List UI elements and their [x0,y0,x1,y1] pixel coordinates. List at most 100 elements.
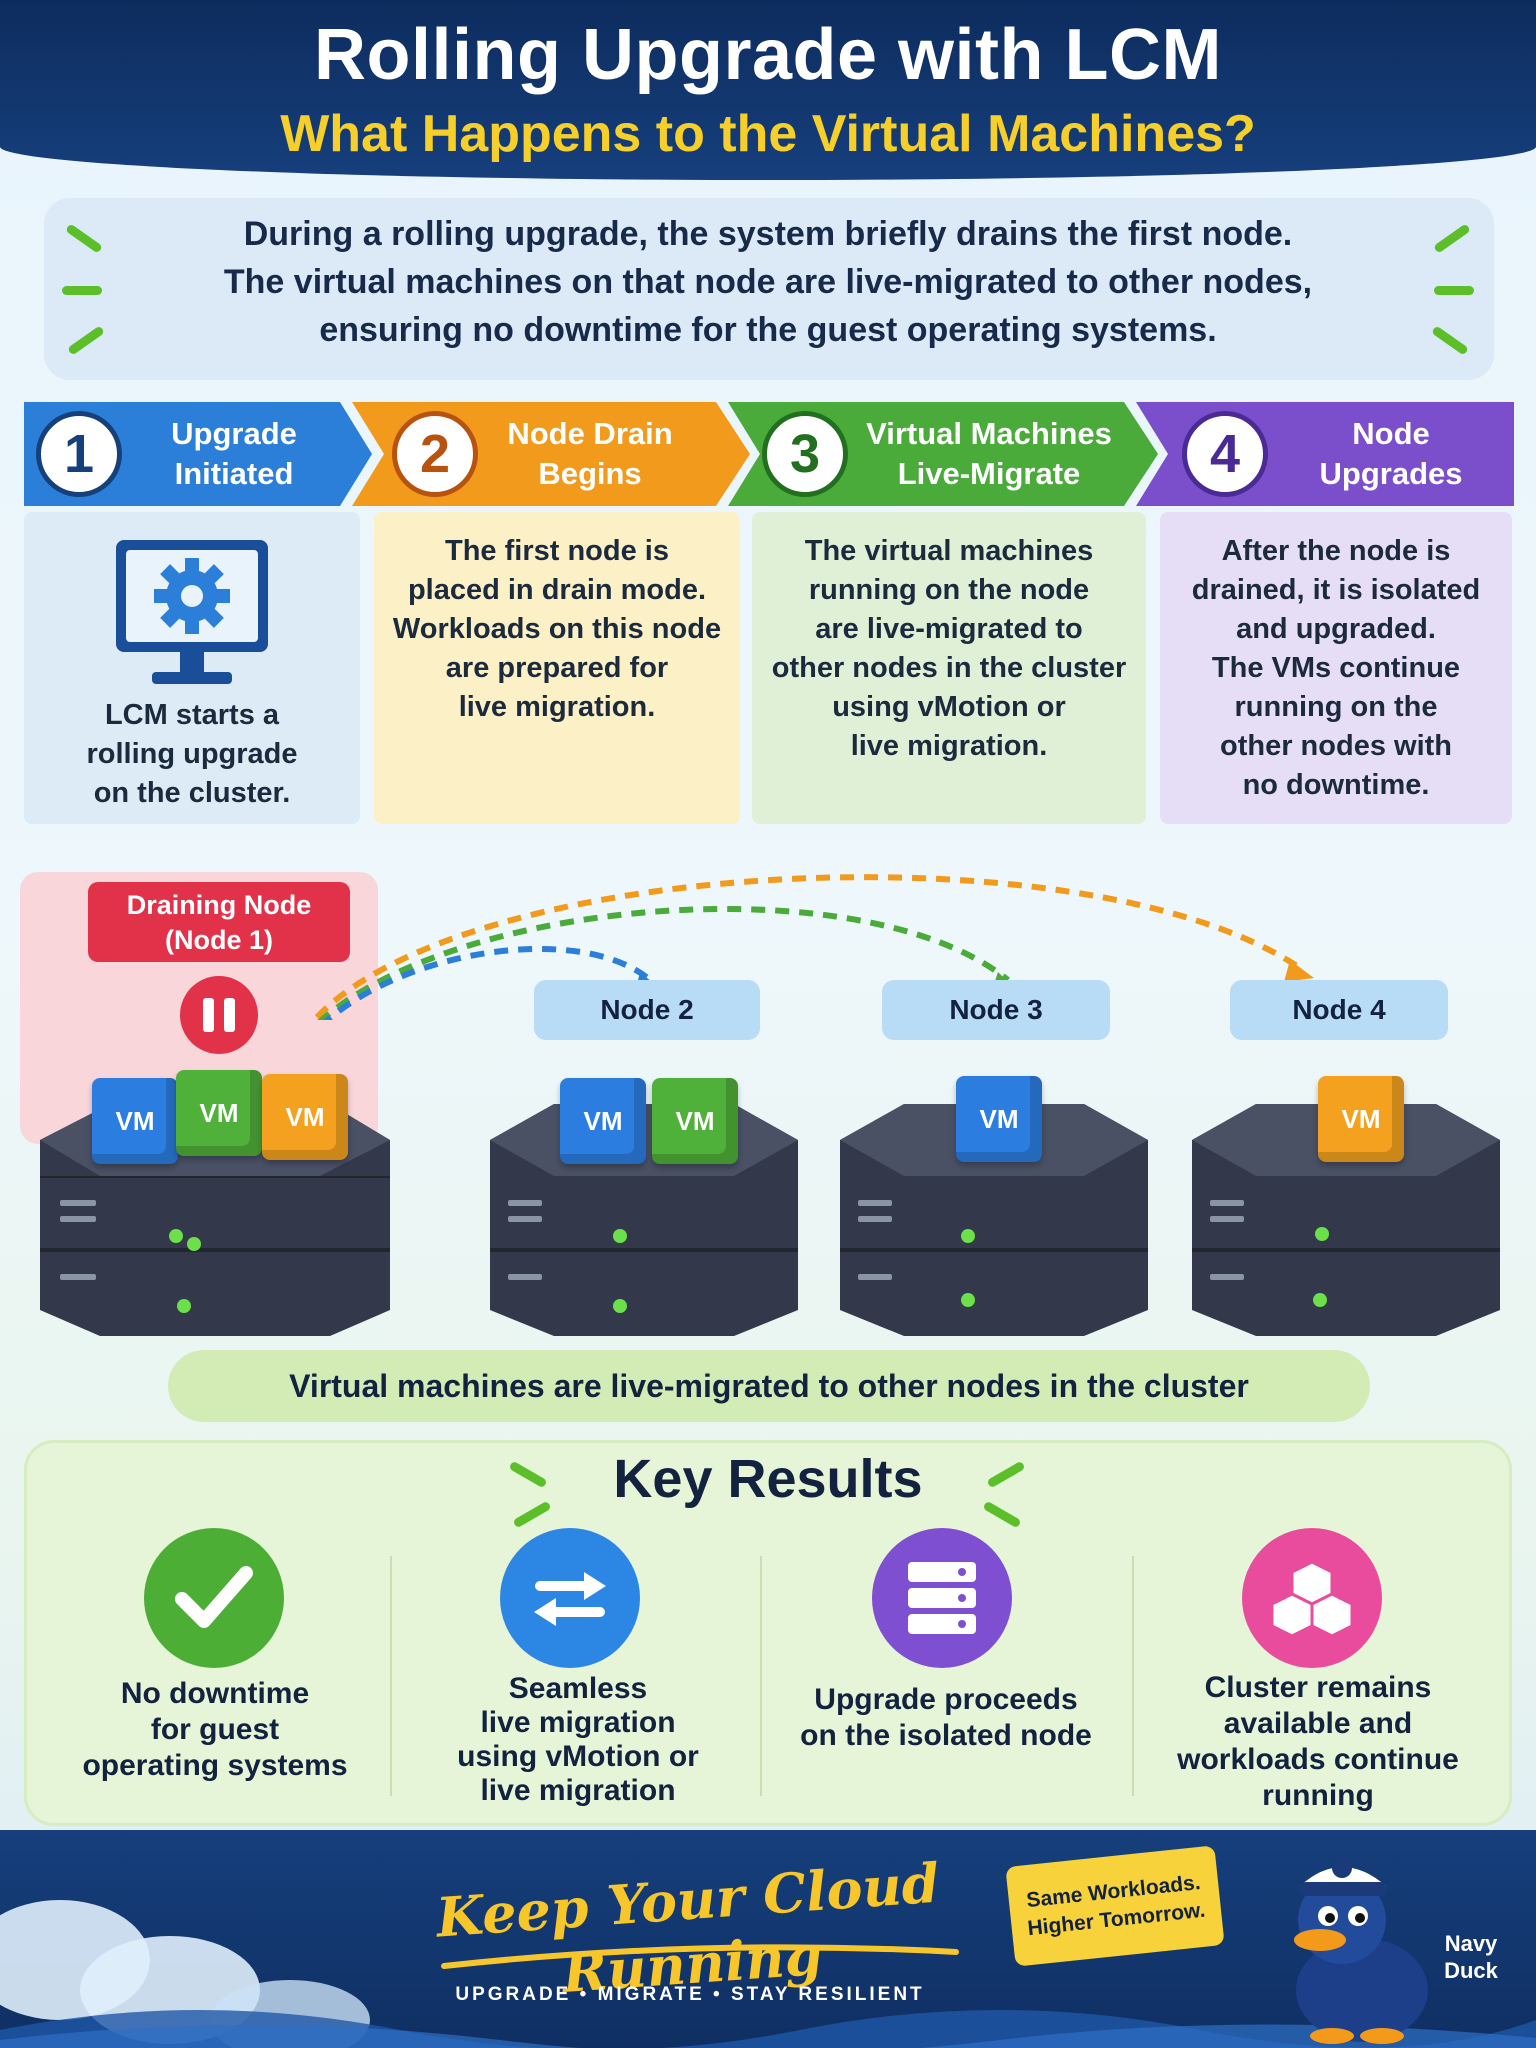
step-3-number: 3 [762,411,848,497]
vm-cube-node-1-green: VM [176,1070,262,1156]
step-2-card: The first node is placed in drain mode. … [374,512,740,824]
diagram-caption: Virtual machines are live-migrated to ot… [168,1350,1370,1422]
cubes-icon [1242,1528,1382,1668]
brand-name: Navy Duck [1426,1930,1516,1984]
swap-arrows-icon [500,1528,640,1668]
checkmark-icon [144,1528,284,1668]
result-line: operating systems [82,1749,348,1782]
navy-duck-mascot-icon [1294,1858,1428,2044]
arrow-head-node-4 [1284,960,1314,982]
node-3-label: Node 3 [882,980,1110,1040]
migration-arrow-node-4 [310,874,1302,1020]
cloud-wave-decoration [0,1900,1536,2048]
step-2-desc-line: Workloads on this node [392,613,722,645]
step-2-desc-line: The first node is [445,535,669,567]
monitor-gear-icon [116,540,268,684]
step-2-number: 2 [392,411,478,497]
brand-line-1: Navy [1444,1931,1498,1956]
result-line: for guest [150,1713,280,1746]
step-2-title: Node Drain Begins [490,414,690,494]
result-line: on the isolated node [800,1719,1092,1752]
migration-arrow-node-3 [317,905,1010,1020]
step-3-title-line-2: Live-Migrate [897,456,1081,491]
server-stack-icon [872,1528,1012,1668]
step-3-card: The virtual machines running on the node… [752,512,1146,824]
step-3-desc-line: other nodes in the cluster [771,652,1127,684]
step-3-desc-line: running on the node [808,574,1090,606]
step-3-title: Virtual Machines Live-Migrate [858,414,1120,494]
result-line: Upgrade proceeds [814,1683,1078,1716]
brand-line-2: Duck [1444,1958,1498,1983]
server-node-4 [1192,1104,1500,1336]
result-line: Seamless [508,1672,648,1705]
step-1-number: 1 [36,411,122,497]
result-cluster-available: Cluster remains available and workloads … [1150,1670,1486,1814]
vm-cube-node-2-blue: VM [560,1078,646,1164]
step-1-title-line-2: Initiated [174,456,294,491]
step-4-card: After the node is drained, it is isolate… [1160,512,1512,824]
step-3-title-line-1: Virtual Machines [866,416,1112,451]
step-1-description: LCM starts a rolling upgrade on the clus… [24,696,360,813]
result-line: Cluster remains [1204,1671,1432,1704]
key-results-title: Key Results [613,1449,923,1509]
step-3-desc-line: using vMotion or [832,691,1066,723]
step-4-desc-line: drained, it is isolated [1191,574,1481,606]
header-banner [0,0,1536,180]
step-1-title-line-1: Upgrade [171,416,297,451]
step-4-desc-line: running on the [1234,691,1438,723]
step-2-desc-line: are prepared for [445,652,669,684]
spark-left-2 [62,286,102,295]
result-line: No downtime [120,1677,310,1710]
result-line: workloads continue [1177,1743,1459,1776]
results-divider [760,1556,762,1796]
vm-cube-node-1-orange: VM [262,1074,348,1160]
result-line: using vMotion or [457,1740,699,1773]
step-4-number: 4 [1182,411,1268,497]
spark-right-2 [1434,286,1474,295]
step-1-title: Upgrade Initiated [134,414,334,494]
step-4-desc-line: The VMs continue [1211,652,1461,684]
step-3-desc-line: live migration. [850,730,1048,762]
step-4-banner: 4 Node Upgrades [1182,400,1512,508]
step-4-desc-line: other nodes with [1220,730,1452,762]
vm-cube-node-3-blue: VM [956,1076,1042,1162]
result-line: available and [1223,1707,1413,1740]
step-2-banner: 2 Node Drain Begins [392,400,712,508]
step-1-desc-line: LCM starts a [104,699,280,731]
draining-node-label-line-1: Draining Node [126,890,312,920]
step-4-desc-line: and upgraded. [1236,613,1436,645]
page-title: Rolling Upgrade with LCM [314,15,1222,95]
node-2-label: Node 2 [534,980,760,1040]
vm-cube-node-2-green: VM [652,1078,738,1164]
migration-arrow-node-2 [323,946,652,1020]
result-upgrade-isolated: Upgrade proceeds on the isolated node [784,1682,1108,1754]
result-line: live migration [480,1774,676,1807]
page-subtitle: What Happens to the Virtual Machines? [280,105,1256,163]
result-line: running [1262,1779,1374,1812]
pause-icon [180,976,258,1054]
intro-line-2: The virtual machines on that node are li… [223,263,1313,301]
result-line: live migration [480,1706,676,1739]
step-4-title: Node Upgrades [1319,416,1463,491]
results-divider [1132,1556,1134,1796]
step-3-desc-line: are live-migrated to [815,613,1083,645]
step-2-title-line-1: Node Drain [507,416,673,451]
step-3-banner: 3 Virtual Machines Live-Migrate [762,400,1132,508]
intro-line-3: ensuring no downtime for the guest opera… [319,311,1217,349]
vm-cube-node-4-orange: VM [1318,1076,1404,1162]
footer-subtitle: UPGRADE • MIGRATE • STAY RESILIENT [455,1984,925,2005]
node-4-label: Node 4 [1230,980,1448,1040]
intro-line-1: During a rolling upgrade, the system bri… [243,215,1293,253]
footer-underline [441,1944,959,1969]
step-3-desc-line: The virtual machines [804,535,1094,567]
step-1-card: LCM starts a rolling upgrade on the clus… [24,512,360,824]
step-4-desc-line: After the node is [1221,535,1451,567]
results-divider [390,1556,392,1796]
step-4-desc-line: no downtime. [1242,769,1430,801]
intro-box [44,198,1494,380]
draining-node-label-line-2: (Node 1) [165,925,273,955]
step-1-desc-line: rolling upgrade [86,738,298,770]
result-no-downtime: No downtime for guest operating systems [60,1676,370,1784]
step-2-desc-line: live migration. [458,691,656,723]
step-2-title-line-2: Begins [538,456,642,491]
